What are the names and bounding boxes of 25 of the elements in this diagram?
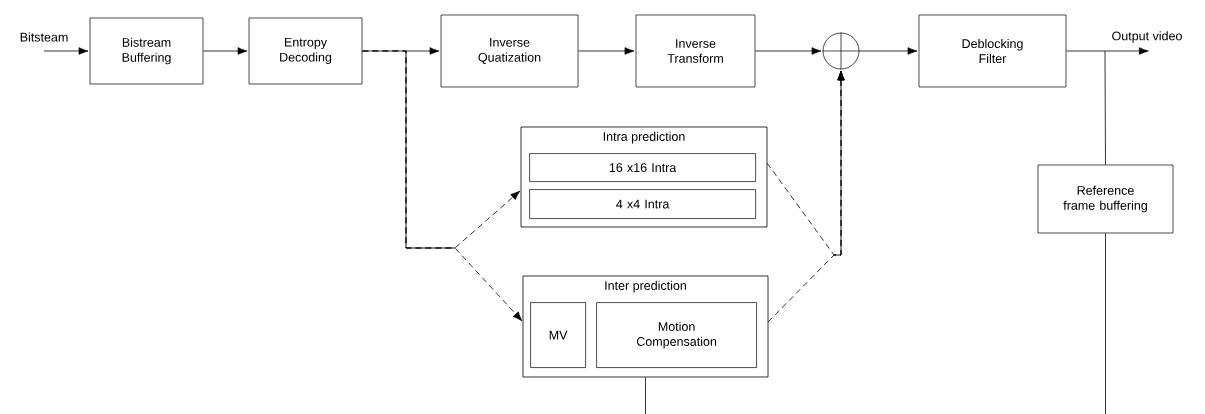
process-box: Entropy Decoding: [248, 17, 363, 85]
connector: [833, 70, 845, 256]
inner-box: MV: [530, 302, 586, 368]
connector: [577, 47, 635, 55]
edge-label: Output video: [1112, 31, 1182, 43]
process-box: Inverse Transform: [635, 14, 756, 88]
edge-label: Bitsteam: [20, 32, 68, 42]
process-box: Deblocking Filter: [918, 14, 1067, 88]
connector: [361, 50, 523, 322]
adder-circle: [822, 32, 860, 70]
process-box: Reference frame buffering: [1037, 164, 1174, 234]
connector: [43, 47, 89, 55]
inner-box: 16 x16 Intra: [529, 153, 756, 182]
inner-box: Motion Compensation: [596, 302, 757, 368]
connector: [202, 47, 248, 55]
connector: [858, 47, 918, 55]
connector: [1065, 47, 1149, 55]
connector: [1104, 50, 1106, 166]
connector: [645, 377, 646, 414]
process-box: Bistream Buffering: [89, 17, 204, 85]
connector: [754, 47, 822, 55]
process-box: Inverse Quatization: [440, 14, 579, 88]
connector: [1105, 232, 1106, 414]
connector: [405, 50, 456, 249]
inner-box: 4 x4 Intra: [529, 189, 756, 219]
